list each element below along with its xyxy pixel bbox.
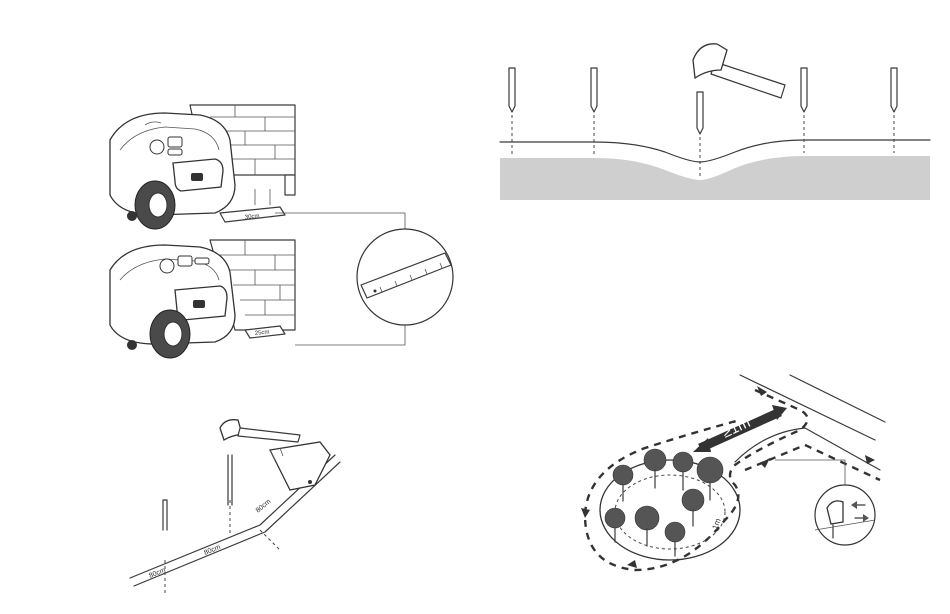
mower-placement-figure: 30cm 25cm xyxy=(95,95,465,370)
mower-top: 30cm xyxy=(110,105,295,229)
stake-hammered xyxy=(228,455,232,505)
flowerbed-route-figure: ≥1m 1m xyxy=(575,370,895,595)
ruler-label-top: 30cm xyxy=(245,213,260,221)
stake-3 xyxy=(697,92,703,178)
stake-left xyxy=(163,500,167,530)
charging-corner xyxy=(270,442,330,490)
spacing-label-2: 80cm xyxy=(203,544,222,557)
spacing-label-3: 80cm xyxy=(255,498,273,514)
ground-profile xyxy=(500,156,930,200)
stake-spacing-figure: 80cm 80cm 80cm xyxy=(120,410,370,600)
curve-label: 1m xyxy=(710,517,722,531)
hammer-icon-large xyxy=(693,44,785,98)
ruler-magnifier xyxy=(357,229,453,325)
mower-bottom: 25cm xyxy=(110,240,295,358)
peg-magnifier xyxy=(815,485,875,545)
uneven-ground-figure xyxy=(495,40,935,205)
bullet-two xyxy=(127,340,137,350)
min-distance-label: ≥1m xyxy=(720,414,754,442)
bullet-one xyxy=(127,211,137,221)
hammer-icon xyxy=(220,420,300,442)
